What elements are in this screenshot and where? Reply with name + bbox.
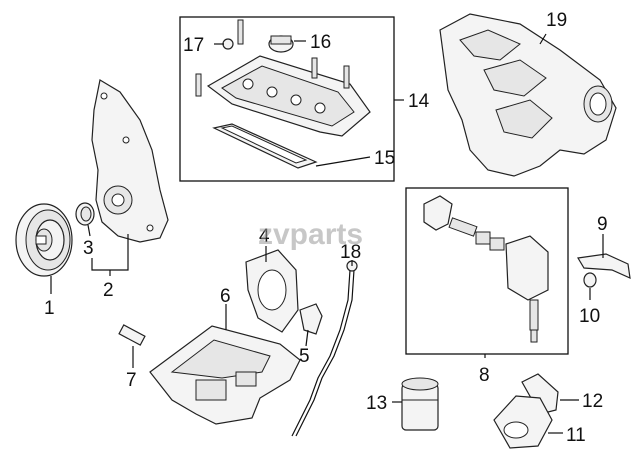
- valve-cover-gasket: [212, 123, 318, 169]
- valve-cover-group-box: [179, 16, 395, 182]
- valve-cover: [206, 55, 371, 137]
- filter-adapter: [493, 395, 553, 449]
- bracket-nut: [583, 272, 597, 288]
- callout-6: 6: [220, 286, 231, 307]
- callout-16: 16: [310, 32, 331, 53]
- timing-cover: [91, 79, 169, 243]
- callout-2: 2: [103, 280, 114, 301]
- vvt-group-box: [405, 187, 569, 355]
- callout-4: 4: [259, 226, 270, 247]
- callout-8: 8: [479, 365, 490, 386]
- cover-grommet: [222, 38, 234, 50]
- callout-10: 10: [579, 306, 600, 327]
- front-seal: [75, 202, 95, 226]
- callout-1: 1: [44, 298, 55, 319]
- callout-17: 17: [183, 35, 204, 56]
- callout-5: 5: [299, 346, 310, 367]
- cover-bolts: [195, 19, 350, 97]
- callout-9: 9: [597, 214, 608, 235]
- bracket: [577, 253, 631, 279]
- crankshaft-pulley: [15, 203, 73, 277]
- callout-15: 15: [374, 148, 395, 169]
- callout-18: 18: [340, 242, 361, 263]
- rear-seal-cover: [245, 249, 299, 333]
- callout-19: 19: [546, 10, 567, 31]
- callout-13: 13: [366, 393, 387, 414]
- oil-pan: [149, 325, 301, 425]
- leader-lines: [50, 33, 604, 434]
- intake-manifold: [439, 13, 617, 177]
- callout-14: 14: [408, 91, 430, 112]
- oil-filler-cap: [268, 35, 294, 53]
- callout-7: 7: [126, 370, 137, 391]
- oil-baffle: [299, 303, 323, 335]
- callout-12: 12: [582, 391, 603, 412]
- callout-11: 11: [566, 425, 586, 446]
- callout-3: 3: [83, 238, 94, 259]
- vvt-solenoid-assembly: [423, 195, 549, 343]
- oil-level-sensor: [118, 324, 146, 346]
- oil-filter: [401, 377, 439, 431]
- watermark-text: zvparts: [258, 218, 363, 251]
